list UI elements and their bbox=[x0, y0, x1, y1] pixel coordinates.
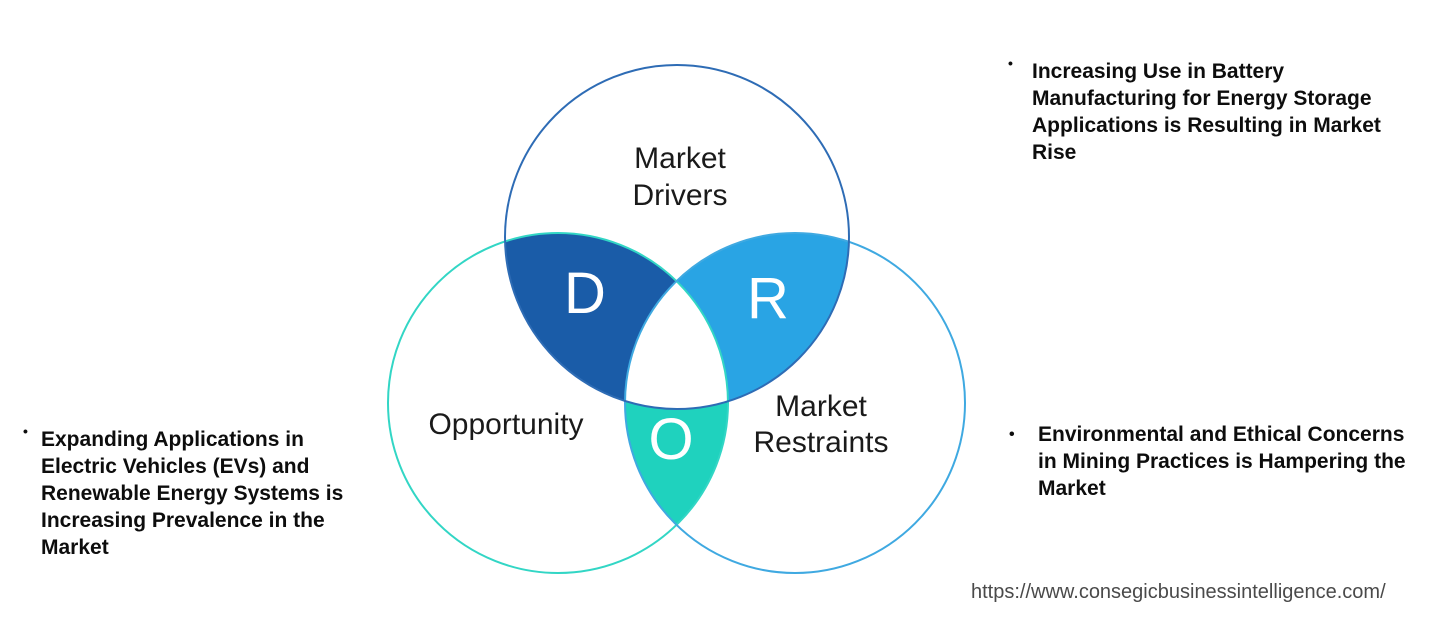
opportunity-circle-outline bbox=[387, 232, 729, 574]
top-right-note-line: Applications is Resulting in Market bbox=[1032, 114, 1381, 137]
left-note: Expanding Applications in Electric Vehic… bbox=[41, 426, 343, 561]
letter-r: R bbox=[747, 266, 789, 331]
source-url: https://www.consegicbusinessintelligence… bbox=[971, 581, 1386, 603]
restraints-circle-outline bbox=[624, 232, 966, 574]
right-note-line: Market bbox=[1038, 477, 1106, 500]
market-restraints-label: Market Restraints bbox=[753, 390, 889, 459]
left-note-line: Expanding Applications in bbox=[41, 428, 304, 451]
opportunity-label: Opportunity bbox=[428, 408, 584, 441]
right-note-line: in Mining Practices is Hampering the bbox=[1038, 450, 1406, 473]
top-right-note: Increasing Use in Battery Manufacturing … bbox=[1032, 58, 1381, 166]
market-drivers-label: Market Drivers bbox=[632, 142, 728, 212]
top-right-note-bullet-icon: • bbox=[1008, 55, 1013, 71]
top-right-note-line: Rise bbox=[1032, 141, 1077, 164]
top-right-note-line: Increasing Use in Battery bbox=[1032, 60, 1285, 83]
left-note-line: Increasing Prevalence in the bbox=[41, 509, 325, 532]
right-note: Environmental and Ethical Concerns in Mi… bbox=[1038, 421, 1406, 502]
left-note-line: Market bbox=[41, 536, 109, 559]
left-note-line: Electric Vehicles (EVs) and bbox=[41, 455, 310, 478]
letter-d: D bbox=[564, 261, 606, 326]
right-note-line: Environmental and Ethical Concerns bbox=[1038, 423, 1405, 446]
left-note-line: Renewable Energy Systems is bbox=[41, 482, 344, 505]
drivers-circle-outline bbox=[504, 64, 850, 410]
top-right-note-line: Manufacturing for Energy Storage bbox=[1032, 87, 1372, 110]
right-note-bullet-icon: • bbox=[1009, 426, 1015, 443]
letter-o: O bbox=[648, 407, 694, 472]
left-note-bullet-icon: • bbox=[23, 423, 28, 439]
